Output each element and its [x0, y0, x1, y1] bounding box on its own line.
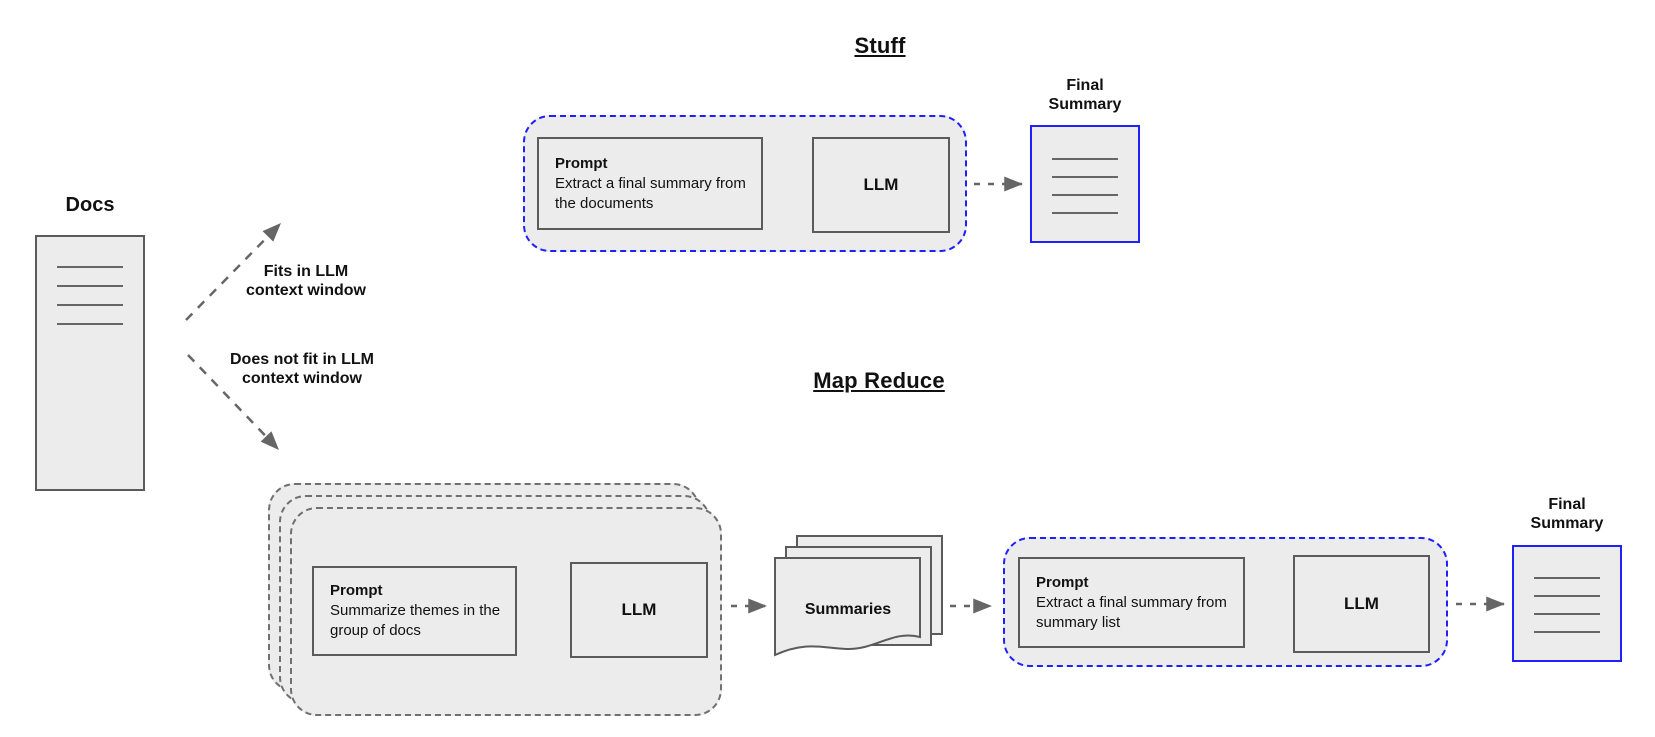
final-summary-text-lines: [1052, 158, 1118, 214]
branch-label-fits: Fits in LLM context window: [246, 263, 366, 299]
stuff-section-title: Stuff: [854, 33, 906, 58]
reduce-llm-box: LLM: [1293, 555, 1430, 653]
reduce-prompt-title: Prompt: [1036, 573, 1089, 591]
docs-box: [35, 235, 145, 491]
doc-line: [57, 266, 123, 268]
summaries-doc-stack: [774, 535, 943, 657]
stuff-final-summary-doc: [1030, 125, 1140, 243]
stuff-prompt-box: Prompt Extract a final summary from the …: [537, 137, 763, 230]
doc-line: [1534, 577, 1600, 579]
reduce-prompt-body: Extract a final summary from summary lis…: [1036, 593, 1227, 631]
doc-line: [57, 285, 123, 287]
doc-line: [1534, 595, 1600, 597]
docs-label: Docs: [65, 194, 115, 216]
reduce-prompt-box: Prompt Extract a final summary from summ…: [1018, 557, 1245, 648]
stuff-llm-box: LLM: [812, 137, 950, 233]
docs-text-lines: [57, 266, 123, 325]
map-prompt-box: Prompt Summarize themes in the group of …: [312, 566, 517, 656]
stuff-prompt-body: Extract a final summary from the documen…: [555, 174, 746, 212]
stuff-prompt-title: Prompt: [555, 154, 608, 172]
doc-line: [1534, 613, 1600, 615]
reduce-final-summary-label: Final Summary: [1530, 496, 1604, 532]
arrow-docs-to-mapreduce: [187, 354, 280, 451]
map-llm-box: LLM: [570, 562, 708, 658]
doc-line: [57, 323, 123, 325]
final-summary-text-lines: [1534, 577, 1600, 633]
summaries-label: Summaries: [804, 601, 892, 618]
doc-line: [57, 304, 123, 306]
doc-line: [1052, 176, 1118, 178]
stuff-final-summary-label: Final Summary: [1048, 77, 1122, 113]
doc-line: [1052, 158, 1118, 160]
summaries-doc-front: [774, 557, 921, 657]
doc-line: [1052, 212, 1118, 214]
map-reduce-section-title: Map Reduce: [813, 368, 945, 393]
doc-line: [1534, 631, 1600, 633]
branch-label-not-fit: Does not fit in LLM context window: [230, 351, 374, 387]
map-prompt-title: Prompt: [330, 582, 383, 599]
map-prompt-body: Summarize themes in the group of docs: [330, 602, 501, 639]
arrow-docs-to-stuff: [185, 222, 282, 321]
reduce-final-summary-doc: [1512, 545, 1622, 662]
doc-line: [1052, 194, 1118, 196]
